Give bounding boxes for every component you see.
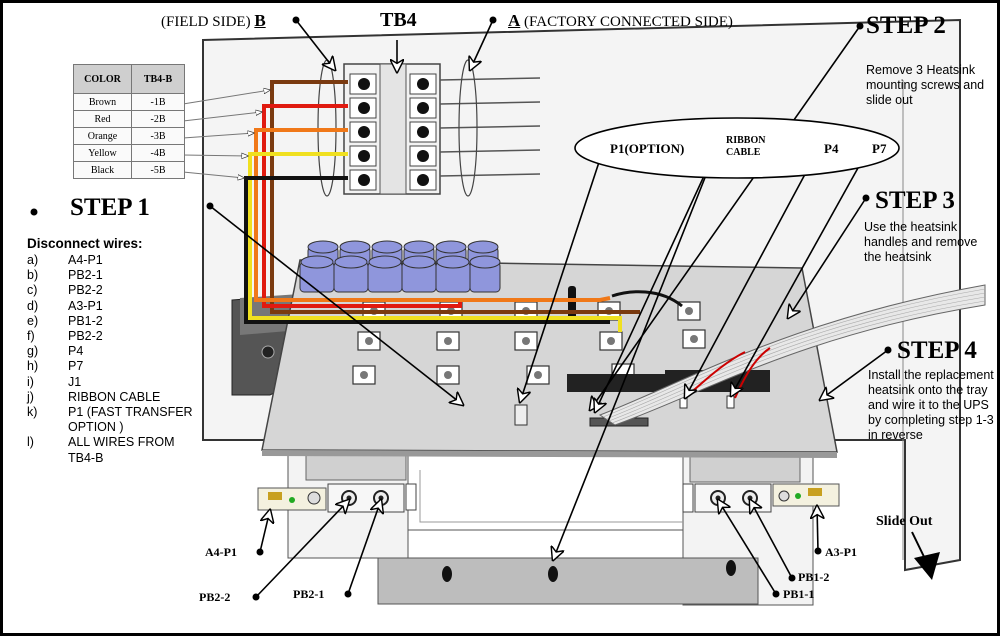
pb1-1-label: PB1-1 <box>783 587 815 601</box>
table-cell: Orange <box>73 127 132 145</box>
wire-yellow <box>248 152 622 332</box>
ribbon-cable-label: RIBBON CABLE <box>726 135 766 158</box>
step2-title: STEP 2 <box>866 12 946 39</box>
bottom-plate <box>377 557 759 605</box>
table-cell: Black <box>73 161 132 179</box>
list-item: c)PB2-2 <box>27 283 103 298</box>
slide-out-label: Slide Out <box>876 514 933 529</box>
pb2-1-label: PB2-1 <box>293 587 325 601</box>
list-item: e)PB1-2 <box>27 313 103 328</box>
tb4-label: TB4 <box>380 9 417 31</box>
list-item: a)A4-P1 <box>27 253 103 267</box>
step2-text: Remove 3 Heatsink mounting screws and sl… <box>866 63 985 107</box>
field-side-label: (FIELD SIDE) B <box>161 11 266 30</box>
p7-label: P7 <box>872 141 887 156</box>
step3-text: Use the heatsink handles and remove the … <box>864 220 978 264</box>
list-item: i)J1 <box>27 374 82 389</box>
list-item: j)RIBBON CABLE <box>27 389 161 404</box>
table-cell: -4B <box>131 144 185 162</box>
step1-instructions: Disconnect wires: a)A4-P1 b)PB2-1 c)PB2-… <box>27 236 218 466</box>
step3-title: STEP 3 <box>875 187 955 214</box>
wire-color-table: COLOR TB4-B Brown-1B Red-2B Orange-3B Ye… <box>73 64 185 179</box>
list-item: l)ALL WIRES FROM TB4-B <box>27 435 175 465</box>
list-item: f)PB2-2 <box>27 329 103 344</box>
connector-callout-ellipse <box>574 117 900 179</box>
table-row: Brown-1B <box>73 93 185 111</box>
p1-option-label: P1(OPTION) <box>610 141 685 156</box>
pb1-2-label: PB1-2 <box>798 570 830 584</box>
table-cell: -3B <box>131 127 185 145</box>
tb4-terminal-block <box>343 63 441 195</box>
table-cell: -1B <box>131 93 185 111</box>
wire-black <box>244 176 610 324</box>
list-item: g)P4 <box>27 344 84 359</box>
list-item: d)A3-P1 <box>27 298 103 313</box>
wire-brown <box>270 80 640 314</box>
table-cell: -2B <box>131 110 185 128</box>
wire-red <box>262 104 462 308</box>
step1-heading: Disconnect wires: <box>27 236 143 251</box>
pb2-terminal <box>327 483 405 513</box>
table-header-color: COLOR <box>73 64 132 94</box>
j1-connector <box>567 374 667 392</box>
table-row: Black-5B <box>73 161 185 179</box>
table-cell: Red <box>73 110 132 128</box>
capacitor-bank <box>299 240 501 293</box>
table-cell: Yellow <box>73 144 132 162</box>
list-item: b)PB2-1 <box>27 268 103 283</box>
factory-side-label: A (FACTORY CONNECTED SIDE) <box>508 11 733 30</box>
slide-out-arrow <box>911 531 940 580</box>
wire-orange <box>254 128 611 302</box>
table-row: Orange-3B <box>73 127 185 145</box>
table-row: Red-2B <box>73 110 185 128</box>
table-row: Yellow-4B <box>73 144 185 162</box>
a4-p1-label: A4-P1 <box>205 545 237 559</box>
table-cell: Brown <box>73 93 132 111</box>
table-cell: -5B <box>131 161 185 179</box>
table-header-row: COLOR TB4-B <box>73 64 185 94</box>
pb1-terminal <box>694 483 772 513</box>
p4-label: P4 <box>824 141 839 156</box>
step4-text: Install the replacement heatsink onto th… <box>868 368 994 442</box>
a3-p1-label: A3-P1 <box>825 545 857 559</box>
pb2-2-label: PB2-2 <box>199 590 231 604</box>
step1-title: STEP 1 <box>70 194 150 221</box>
list-item: k)P1 (FAST TRANSFER OPTION ) <box>27 405 193 435</box>
step4-title: STEP 4 <box>897 337 977 364</box>
a3-pcb <box>772 483 840 507</box>
list-item: h)P7 <box>27 359 84 374</box>
table-header-tb4b: TB4-B <box>131 64 185 94</box>
